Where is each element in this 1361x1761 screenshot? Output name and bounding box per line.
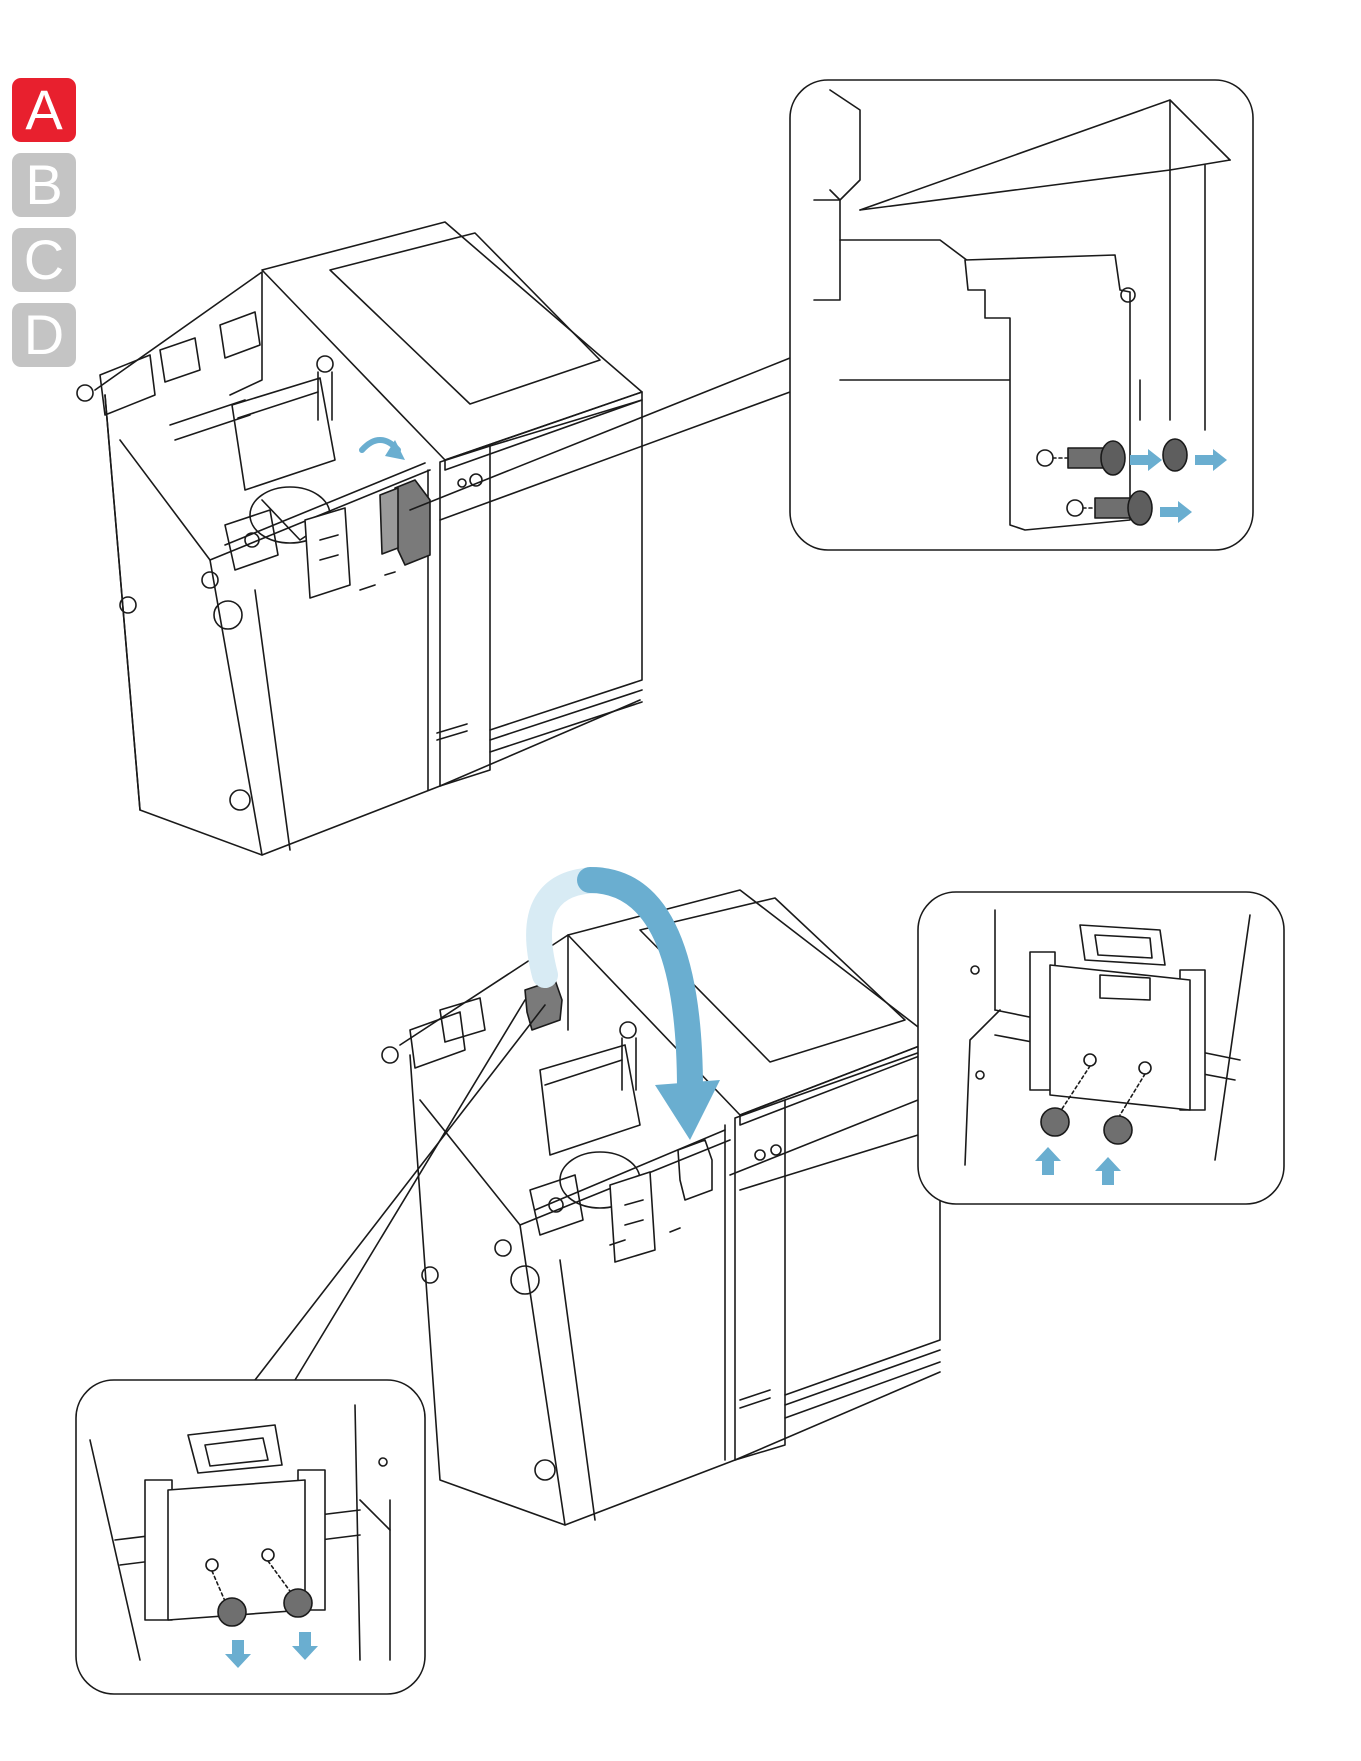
screw-icon	[1041, 1108, 1069, 1136]
screw-icon	[284, 1589, 312, 1617]
top-callout	[790, 80, 1253, 550]
right-callout	[918, 892, 1284, 1204]
left-callout	[76, 1380, 425, 1694]
screw-icon	[1104, 1116, 1132, 1144]
top-unit-illustration	[77, 222, 790, 855]
screw-icon	[218, 1598, 246, 1626]
screw-icon	[1163, 439, 1187, 471]
